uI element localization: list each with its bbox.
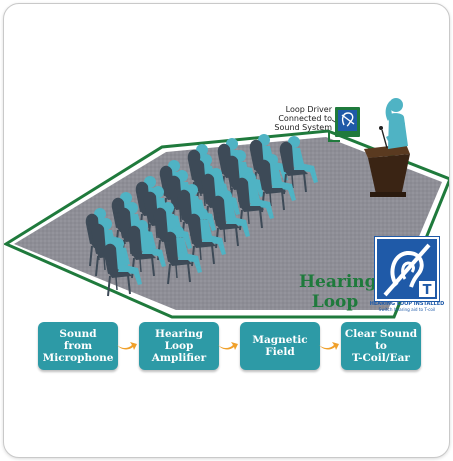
step-text: Amplifier <box>151 352 207 364</box>
step-text: T-Coil/Ear <box>352 352 410 364</box>
arrow-right-icon <box>319 342 339 350</box>
driver-label-line: Loop Driver <box>285 105 332 114</box>
driver-cable <box>328 131 340 142</box>
seated-attendee <box>279 136 318 195</box>
step-text: to <box>375 340 387 352</box>
seated-attendee <box>257 154 296 213</box>
ear-icon <box>341 112 355 127</box>
badge-subcaption: Switch hearing aid to T-coil <box>378 307 436 312</box>
title-line: Loop <box>311 292 359 312</box>
step-clear-sound-to-tcoil: Clear Sound to T-Coil/Ear <box>341 322 421 370</box>
badge-caption: HEARING LOOP INSTALLED <box>369 301 445 307</box>
hearing-loop-symbol-icon: T <box>377 239 437 299</box>
driver-label-line: Connected to <box>278 114 332 123</box>
arrow-right-icon <box>218 342 238 350</box>
badge-letter: T <box>423 283 432 298</box>
seated-attendee <box>163 226 202 285</box>
seated-attendee <box>91 218 130 277</box>
speaker-person <box>385 98 408 149</box>
diagram-frame: Loop Driver Connected to Sound System He… <box>3 3 450 458</box>
seated-attendee <box>103 238 142 297</box>
podium <box>364 126 410 197</box>
step-text: Magnetic <box>252 334 308 346</box>
hearing-loop-badge: T <box>374 236 440 302</box>
seated-attendee <box>235 172 274 231</box>
driver-label-line: Sound System <box>274 123 332 132</box>
loop-driver-label: Loop Driver Connected to Sound System <box>238 105 332 132</box>
podium-microphone <box>381 129 388 149</box>
step-text: from <box>63 340 93 352</box>
audience <box>85 134 318 297</box>
diagram-title: Hearing Loop <box>299 272 377 312</box>
loop-cable <box>4 129 449 319</box>
step-hearing-loop-amplifier: Hearing Loop Amplifier <box>139 322 219 370</box>
step-text: Field <box>265 346 295 358</box>
step-text: Hearing <box>155 328 203 340</box>
step-magnetic-field: Magnetic Field <box>240 322 320 370</box>
seated-attendee <box>127 220 166 279</box>
title-line: Hearing <box>299 272 377 292</box>
seated-attendee <box>211 190 250 249</box>
driver-leader-line <box>331 119 336 123</box>
hearing-loop-scene <box>4 98 449 319</box>
step-text: Loop <box>164 340 194 352</box>
step-text: Sound <box>59 328 97 340</box>
step-text: Clear Sound <box>344 328 418 340</box>
step-text: Microphone <box>42 352 114 364</box>
arrow-right-icon <box>117 342 137 350</box>
step-sound-from-microphone: Sound from Microphone <box>38 322 118 370</box>
